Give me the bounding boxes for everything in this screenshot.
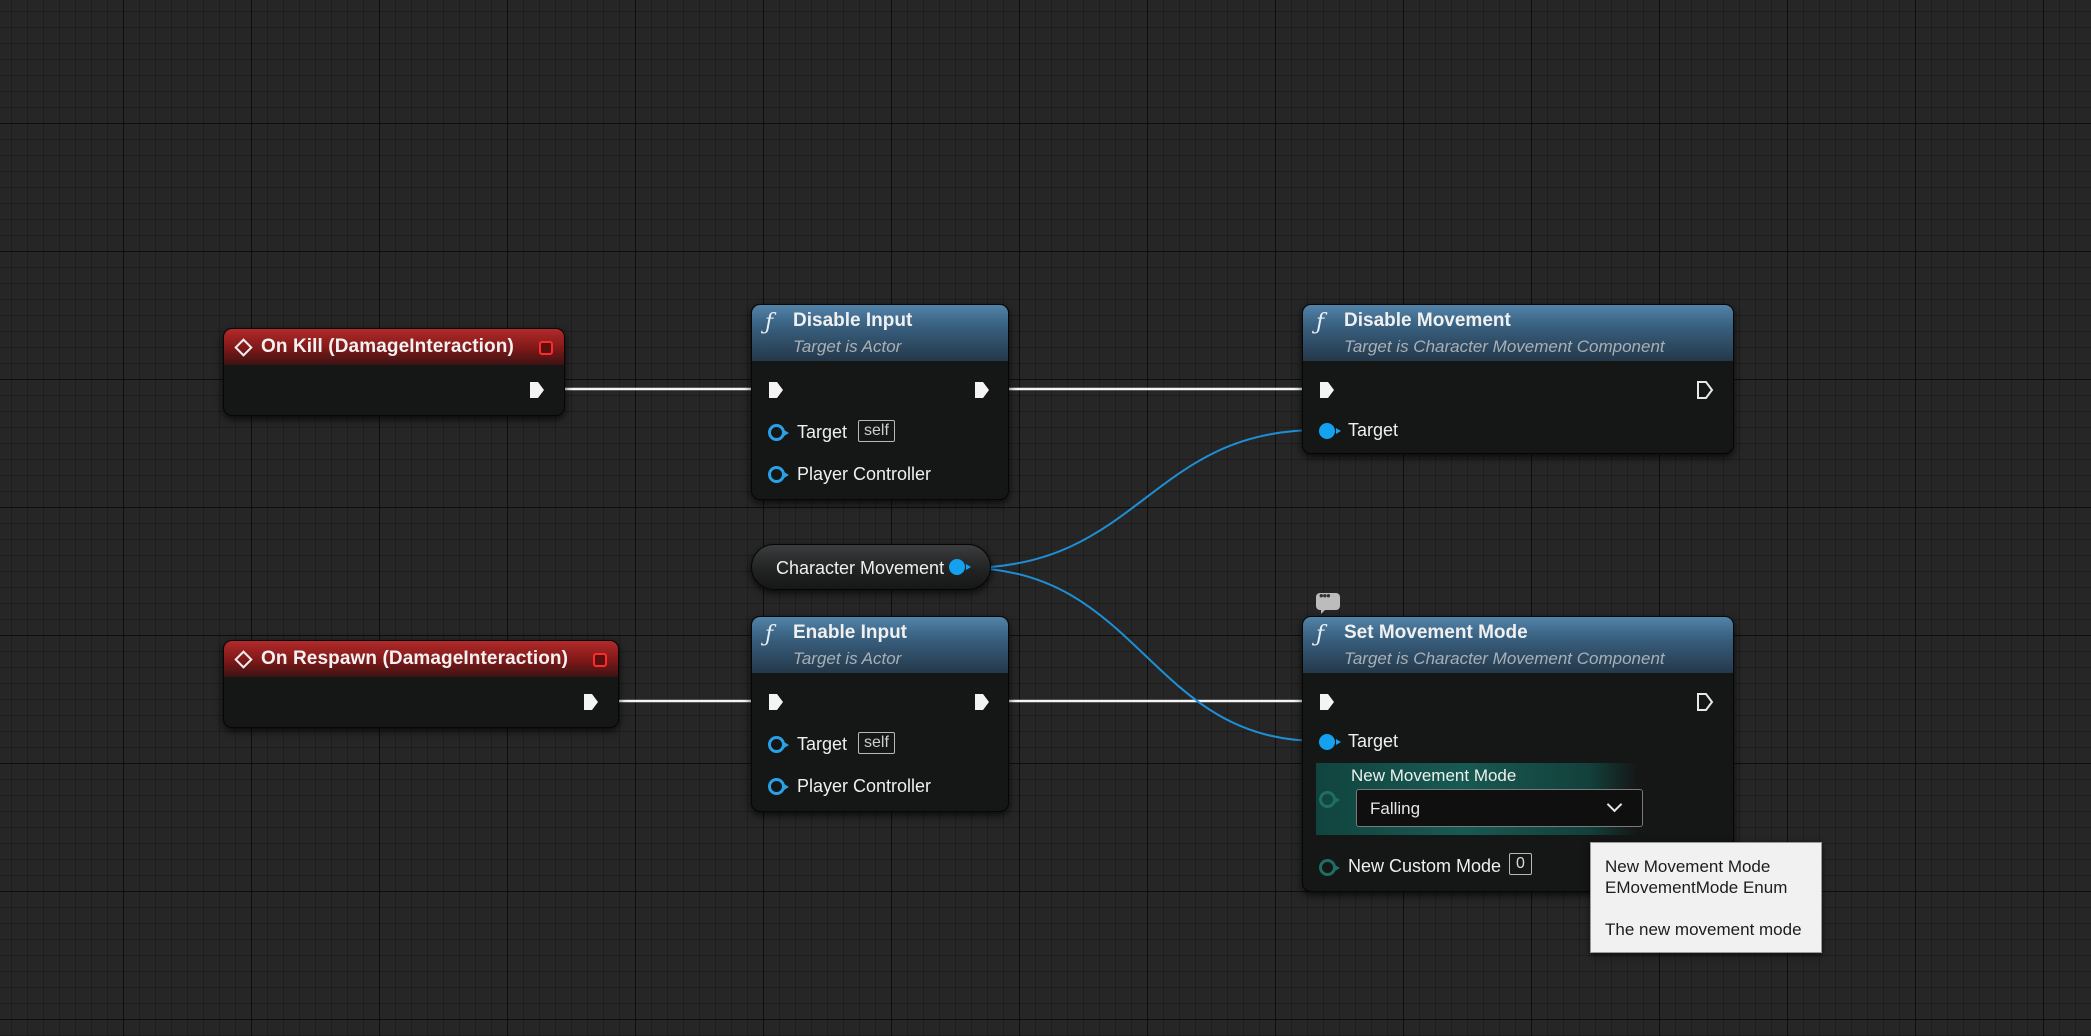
new-movement-mode-row: New Movement Mode Falling [1316,763,1643,835]
function-title: Disable Movement [1344,310,1511,331]
event-node-on-kill[interactable]: On Kill (DamageInteraction) [223,328,565,416]
object-wire-to-disable-movement-target [965,429,1319,569]
tooltip-description: The new movement mode [1605,920,1802,939]
exec-in-pin[interactable] [767,380,785,400]
new-custom-mode-pin[interactable] [1319,859,1340,876]
function-header: ƒ Disable Movement Target is Character M… [1303,305,1733,361]
event-title: On Respawn (DamageInteraction) [261,648,569,669]
function-subtitle: Target is Character Movement Component [1344,649,1665,668]
tooltip-pin-name: New Movement Mode [1605,857,1771,876]
target-pin[interactable] [1319,423,1341,439]
new-custom-mode-label: New Custom Mode [1348,856,1502,876]
exec-out-pin[interactable] [528,380,546,400]
variable-label: Character Movement [776,558,945,578]
tooltip-pin-type: EMovementMode Enum [1605,878,1788,897]
exec-in-pin[interactable] [767,692,785,712]
variable-node-character-movement[interactable]: Character Movement [751,544,991,590]
exec-in-pin[interactable] [1318,380,1336,400]
target-default-value[interactable]: self [858,732,895,754]
function-subtitle: Target is Actor [793,649,902,668]
function-icon: ƒ [1316,310,1325,335]
function-node-enable-input[interactable]: ƒ Enable Input Target is Actor Target se… [751,616,1009,812]
event-diamond-icon [234,649,253,669]
target-pin[interactable] [768,736,789,753]
new-movement-mode-pin[interactable] [1319,791,1340,808]
function-header: ƒ Set Movement Mode Target is Character … [1303,617,1733,673]
comment-bubble-icon[interactable] [1316,588,1340,614]
player-controller-label: Player Controller [797,464,932,484]
exec-out-pin[interactable] [582,692,600,712]
target-default-value[interactable]: self [858,420,895,442]
exec-in-pin[interactable] [1318,692,1336,712]
event-title: On Kill (DamageInteraction) [261,336,514,357]
exec-out-pin[interactable] [973,692,991,712]
new-movement-mode-label: New Movement Mode [1351,766,1517,785]
exec-out-pin[interactable] [1696,692,1714,712]
function-icon: ƒ [1316,622,1325,647]
new-custom-mode-value[interactable]: 0 [1509,853,1532,875]
target-label: Target [797,422,848,442]
target-pin[interactable] [768,424,789,441]
function-header: ƒ Enable Input Target is Actor [752,617,1008,673]
function-subtitle: Target is Actor [793,337,902,356]
pin-tooltip: New Movement Mode EMovementMode Enum The… [1590,842,1822,953]
event-diamond-icon [234,337,253,357]
target-label: Target [1348,731,1399,751]
player-controller-label: Player Controller [797,776,932,796]
event-header: On Kill (DamageInteraction) [224,329,564,365]
exec-out-pin[interactable] [973,380,991,400]
function-node-disable-movement[interactable]: ƒ Disable Movement Target is Character M… [1302,304,1734,454]
movement-mode-dropdown[interactable]: Falling [1356,789,1643,827]
function-node-disable-input[interactable]: ƒ Disable Input Target is Actor Target s… [751,304,1009,500]
player-controller-pin[interactable] [768,466,789,483]
event-header: On Respawn (DamageInteraction) [224,641,618,677]
function-icon: ƒ [765,310,774,335]
target-label: Target [797,734,848,754]
target-pin[interactable] [1319,734,1341,750]
function-icon: ƒ [765,622,774,647]
chevron-down-icon [1606,796,1623,813]
function-title: Disable Input [793,310,913,331]
function-title: Set Movement Mode [1344,622,1528,643]
function-title: Enable Input [793,622,907,643]
object-out-pin[interactable] [949,559,971,575]
player-controller-pin[interactable] [768,778,789,795]
function-subtitle: Target is Character Movement Component [1344,337,1665,356]
stop-icon[interactable] [539,341,553,355]
stop-icon[interactable] [593,653,607,667]
target-label: Target [1348,420,1399,440]
exec-out-pin[interactable] [1696,380,1714,400]
movement-mode-selected-value: Falling [1370,799,1421,818]
function-node-set-movement-mode[interactable]: ƒ Set Movement Mode Target is Character … [1302,616,1734,892]
object-wire-to-set-movement-mode-target [965,567,1319,742]
event-node-on-respawn[interactable]: On Respawn (DamageInteraction) [223,640,619,728]
function-header: ƒ Disable Input Target is Actor [752,305,1008,361]
